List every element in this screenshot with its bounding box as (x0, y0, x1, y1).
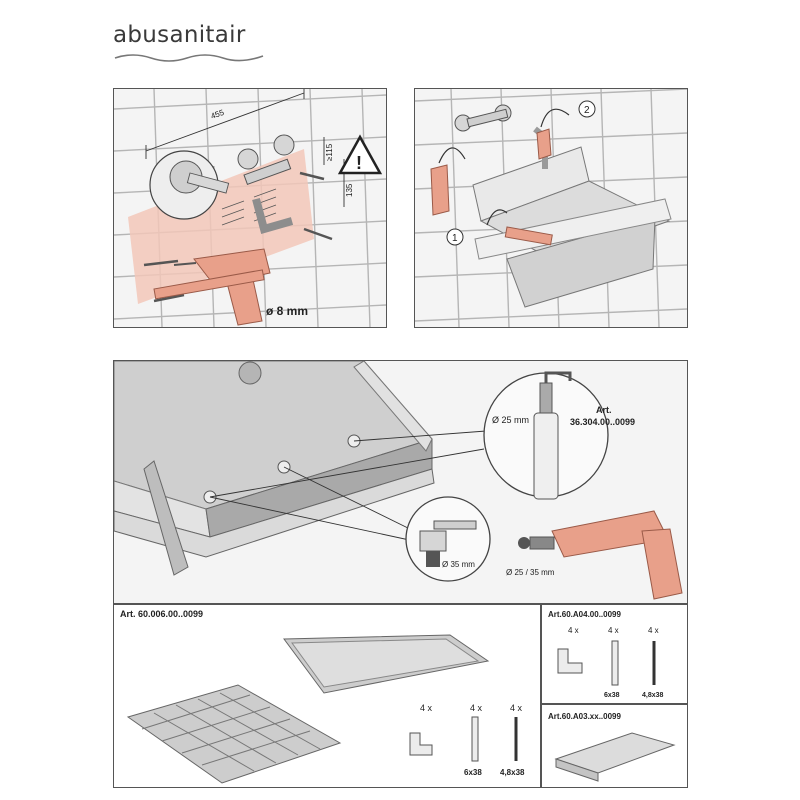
side-height-dimension: 135 (345, 183, 354, 197)
grid-plug-size: 6x38 (464, 768, 482, 777)
fixing-bolt (504, 226, 553, 246)
soap-diameter-label: Ø 25 mm (492, 415, 529, 425)
wall-bracket-icon (409, 732, 433, 756)
bracket-screw-qty: 4 x (648, 626, 659, 635)
sink-underside (114, 361, 435, 576)
drill-diameter-label: Ø 25 / 35 mm (506, 568, 555, 577)
step-panel-mounting: 455 ≥115 135 ! ø 8 mm (113, 88, 387, 328)
basin-tap-icon (419, 520, 477, 567)
wave-icon (114, 54, 264, 62)
step-one-label: 1 (452, 233, 458, 244)
width-dimension: 455 (210, 108, 226, 121)
step-badge-1 (446, 228, 464, 246)
accessory-panel-grids: Art. 60.006.00..0099 4 x 4 x 4 x (113, 604, 541, 788)
floor-grid-icon (283, 634, 490, 694)
tap-diameter-label: Ø 35 mm (442, 560, 475, 569)
brand-logo: abusanitair (113, 22, 273, 68)
utility-sink-icon (472, 146, 672, 308)
detail-illustration: Ø 25 mm Art. 36.304.00..0099 Ø 35 mm Ø 2… (114, 361, 683, 600)
bracket-screw-size: 4,8x38 (642, 692, 664, 699)
accessory-panel-brackets: Art.60.A04.00..0099 4 x 4 x 4 x 6x38 4,8… (541, 604, 688, 704)
grids-illustration: Art. 60.006.00..0099 4 x 4 x 4 x (120, 609, 525, 784)
step-two-label: 2 (584, 105, 590, 116)
step-panel-hanging: 1 2 (414, 88, 688, 328)
top-height-dimension: ≥115 (325, 143, 334, 161)
warning-symbol: ! (356, 153, 362, 173)
soap-art-number: 36.304.00..0099 (570, 417, 635, 427)
grid-screw-qty: 4 x (510, 703, 523, 713)
grid-bracket-qty: 4 x (420, 703, 433, 713)
wall-plug-icon (471, 716, 479, 762)
hanging-illustration: 1 2 (415, 89, 687, 327)
grid-screw-size: 4,8x38 (500, 768, 525, 777)
wall-faucet-icon (237, 134, 295, 234)
wall-faucet-icon (454, 104, 548, 169)
drill-size-label: ø 8 mm (266, 304, 308, 318)
sink-grid-icon (126, 684, 342, 784)
grid-article-label: Art. 60.006.00..0099 (120, 609, 203, 619)
wall-bracket-icon (557, 648, 583, 674)
anchor-screws (143, 171, 333, 303)
shelf-article-label: Art.60.A03.xx..0099 (548, 712, 621, 721)
bracket-plug-qty: 4 x (608, 626, 619, 635)
accessory-panel-shelf: Art.60.A03.xx..0099 (541, 704, 688, 788)
bracket-article-label: Art.60.A04.00..0099 (548, 610, 621, 619)
bracket-qty: 4 x (568, 626, 579, 635)
brackets-illustration: Art.60.A04.00..0099 4 x 4 x 4 x 6x38 4,8… (548, 610, 664, 699)
wall-plug-icon (611, 640, 619, 686)
mounting-illustration: 455 ≥115 135 ! ø 8 mm (114, 89, 386, 327)
wall-bracket-left (430, 164, 450, 216)
power-drill-icon (518, 510, 683, 600)
grid-plug-qty: 4 x (470, 703, 483, 713)
soap-art-label: Art. (596, 405, 612, 415)
brand-name: abusanitair (113, 22, 246, 48)
shelf-icon (554, 732, 676, 782)
shelf-illustration: Art.60.A03.xx..0099 (548, 712, 676, 782)
detail-panel-accessories: Ø 25 mm Art. 36.304.00..0099 Ø 35 mm Ø 2… (113, 360, 688, 604)
bracket-plug-size: 6x38 (604, 692, 620, 699)
warning-icon (337, 134, 383, 175)
wall-bracket-right (536, 128, 552, 160)
step-badge-2 (578, 100, 596, 118)
soap-dispenser-icon (533, 371, 572, 500)
